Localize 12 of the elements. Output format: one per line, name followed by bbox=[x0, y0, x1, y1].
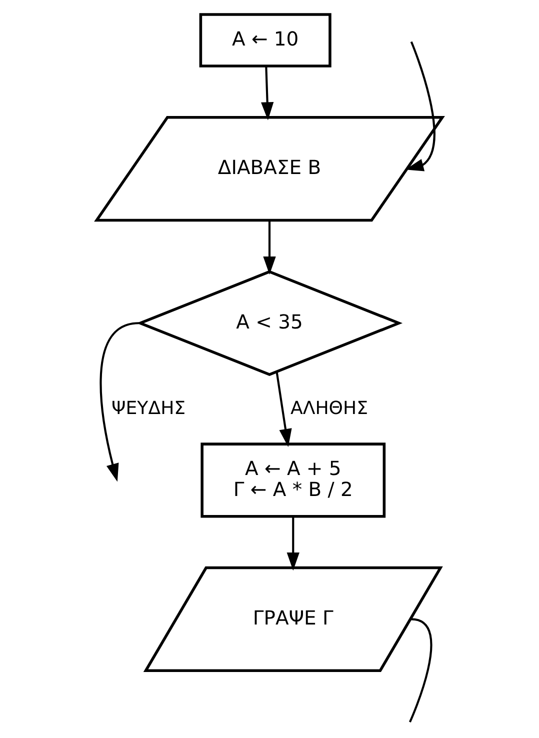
edge-label: ΑΛΗΘΗΣ bbox=[290, 398, 368, 420]
node-box: Α ← 10 bbox=[199, 13, 332, 68]
node-diamond: Α < 35 bbox=[136, 270, 403, 376]
edge-label: ΨΕΥΔΗΣ bbox=[112, 398, 186, 420]
node-box: Α ← Α + 5 Γ ← Α * Β / 2 bbox=[200, 442, 386, 518]
arrow bbox=[263, 220, 276, 275]
arrow bbox=[286, 516, 300, 571]
arrow bbox=[261, 66, 274, 120]
arrow bbox=[276, 372, 292, 448]
arrow bbox=[405, 41, 436, 172]
connector bbox=[408, 618, 432, 722]
arrow bbox=[100, 322, 139, 482]
